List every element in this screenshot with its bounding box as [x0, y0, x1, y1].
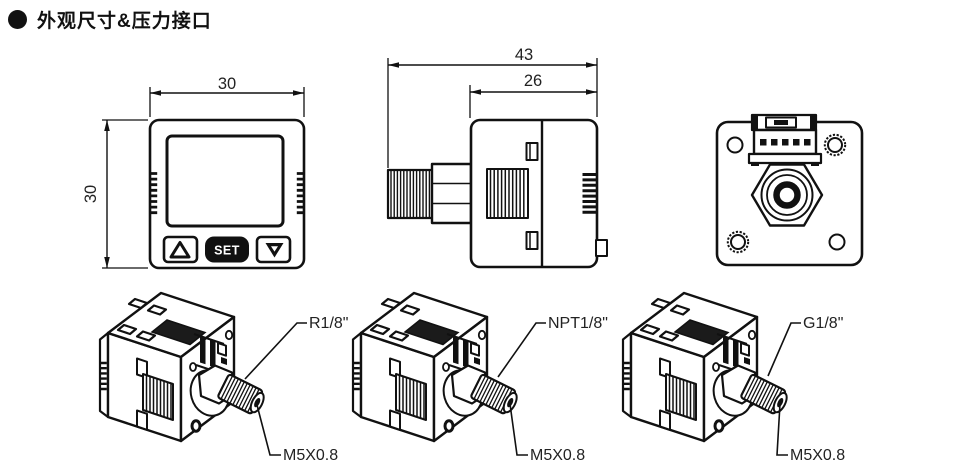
grip-ridges-right — [582, 173, 597, 214]
pin — [771, 139, 778, 146]
mounting-hole — [828, 233, 846, 251]
section-title-row: 外观尺寸&压力接口 — [8, 6, 212, 33]
pin — [793, 139, 800, 146]
hex-nut — [430, 162, 473, 225]
pin — [760, 139, 767, 146]
dim-overall-length: 43 — [515, 46, 533, 64]
leader-port — [244, 322, 307, 380]
set-button: SET — [205, 236, 249, 263]
housing — [469, 118, 599, 269]
grip-ridges-right — [296, 172, 304, 215]
port-thread-label: R1/8" — [309, 315, 348, 332]
back-device-body — [715, 113, 864, 267]
set-button-label: SET — [214, 244, 240, 258]
threaded-hole — [823, 133, 847, 157]
port-thread-label: NPT1/8" — [548, 315, 608, 332]
port-bore — [773, 181, 801, 209]
port-thread-label: G1/8" — [803, 315, 843, 332]
up-button — [162, 235, 199, 264]
pin — [782, 139, 789, 146]
display-screen — [165, 134, 285, 228]
front-view: 30 30 SET — [82, 75, 306, 270]
pin — [804, 139, 811, 146]
dim-body-length: 26 — [524, 72, 542, 90]
bottom-thread-label: M5X0.8 — [530, 447, 585, 464]
front-device-body: SET — [148, 118, 306, 270]
back-view — [715, 113, 864, 267]
section-title: 外观尺寸&压力接口 — [37, 11, 212, 32]
pin-connector — [747, 113, 823, 166]
dim-width: 30 — [218, 75, 236, 93]
bottom-thread-label: M5X0.8 — [790, 447, 845, 464]
side-view: 43 26 — [386, 46, 608, 269]
up-triangle-icon — [169, 241, 191, 259]
mounting-hole — [726, 136, 744, 154]
grip-ridges-left — [150, 172, 158, 215]
iso-view-r18: R1/8" M5X0.8 — [98, 291, 348, 464]
dim-height: 30 — [82, 185, 100, 203]
iso-view-g18: G1/8" M5X0.8 — [621, 291, 845, 464]
leader-m5 — [256, 404, 281, 456]
iso-view-npt18: NPT1/8" M5X0.8 — [351, 291, 608, 464]
leader-port — [497, 322, 546, 378]
side-slot-bottom — [525, 231, 539, 250]
side-slot-top — [525, 142, 539, 161]
down-button — [255, 235, 292, 264]
label-area — [486, 168, 529, 219]
side-dimensions: 43 26 — [387, 46, 598, 168]
side-device-body — [386, 118, 608, 269]
front-dimensions: 30 30 — [82, 75, 305, 269]
hex-port — [750, 163, 824, 227]
leader-m5 — [509, 403, 528, 456]
mounting-tab — [595, 239, 608, 257]
leader-port — [767, 322, 801, 377]
threaded-hole — [726, 230, 750, 254]
bottom-thread-label: M5X0.8 — [283, 447, 338, 464]
bullet-circle-icon — [8, 10, 27, 29]
leader-m5 — [776, 403, 788, 456]
